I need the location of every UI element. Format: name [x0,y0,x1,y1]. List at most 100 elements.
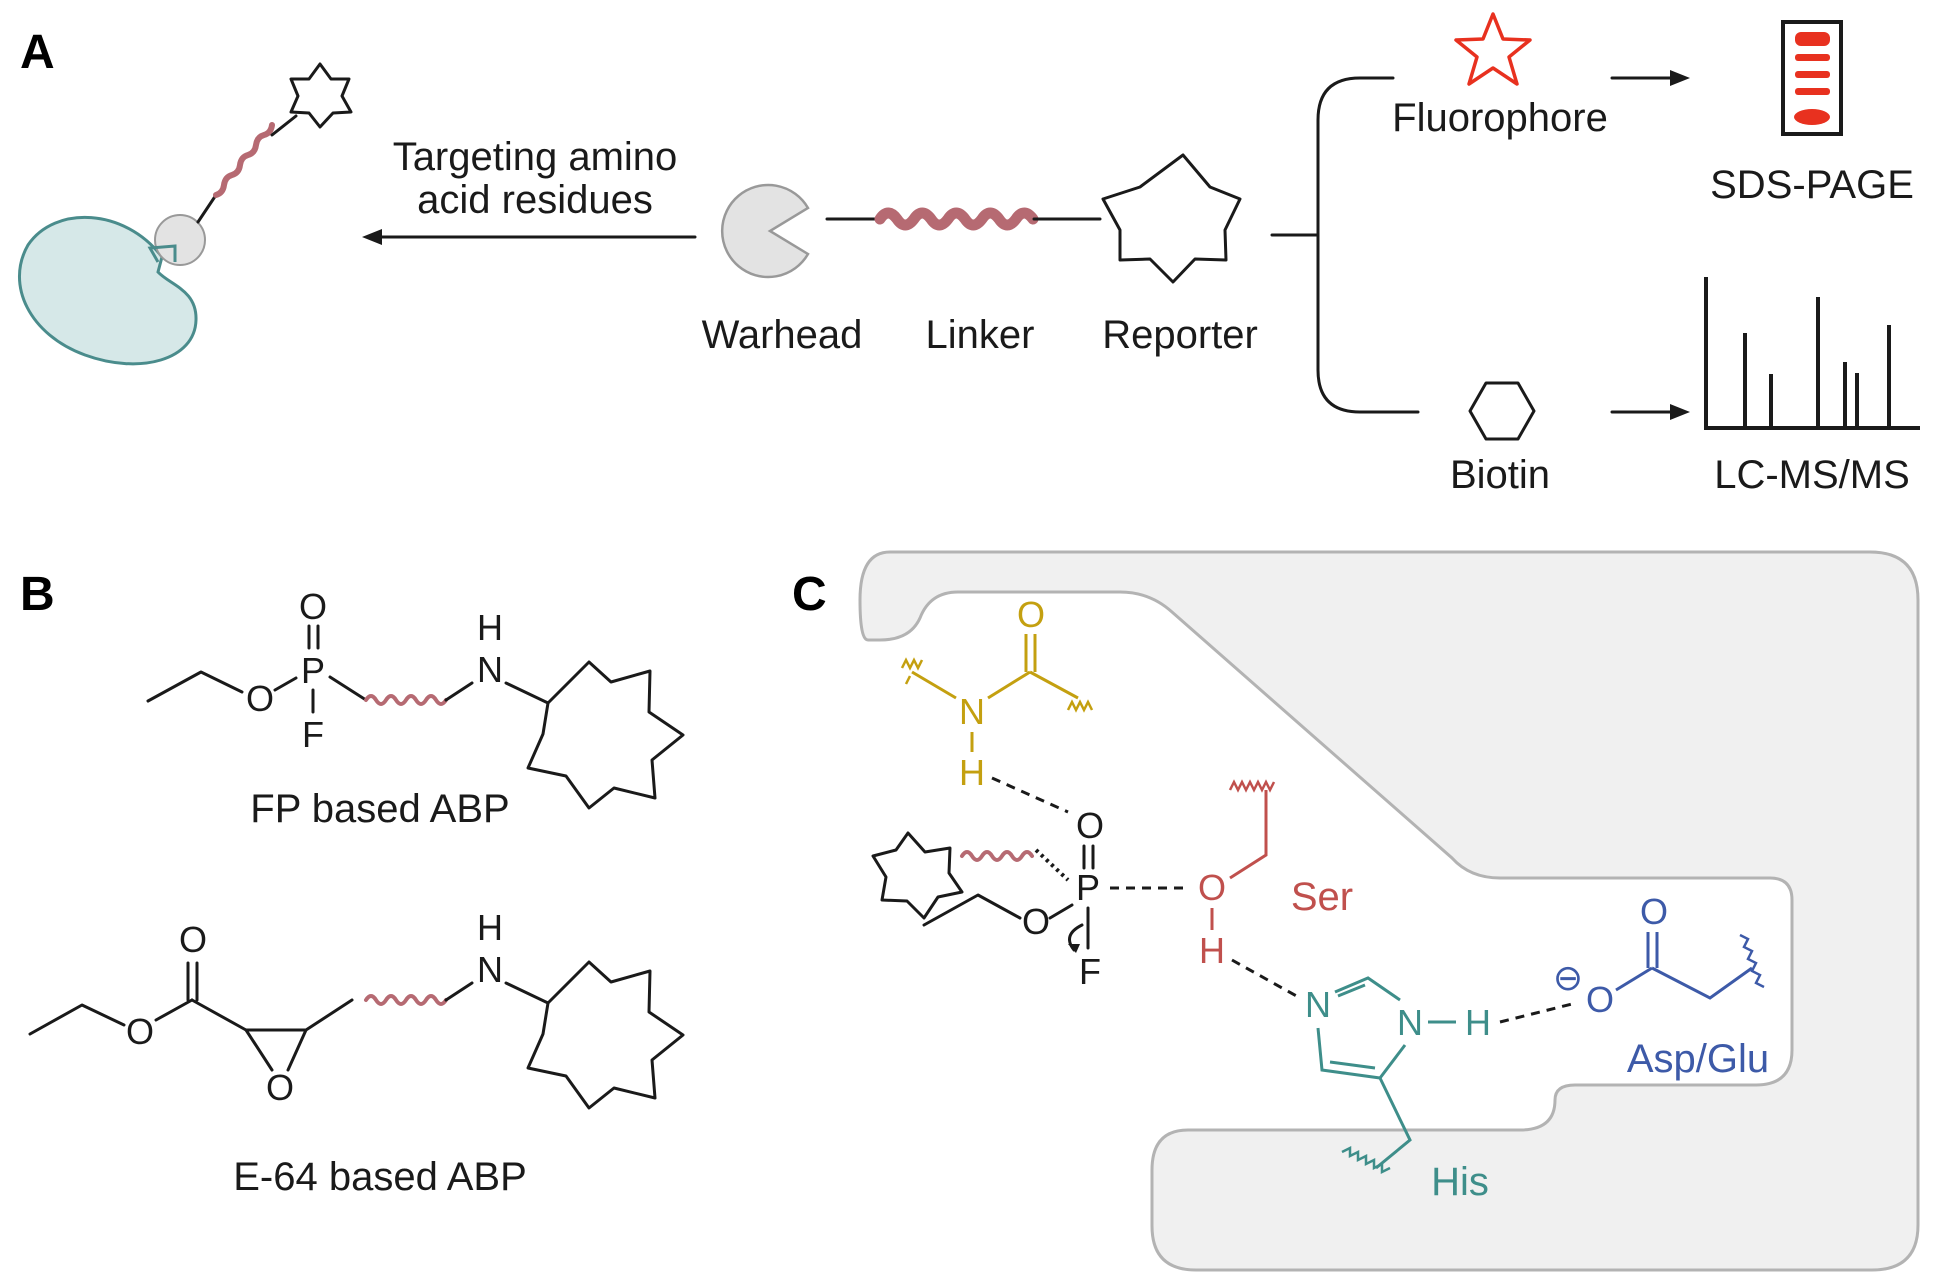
ethyl-bonds [146,670,244,703]
probe-reporter-small [871,831,964,920]
ser-label: Ser [1291,875,1353,919]
probe-reporter-star [289,62,353,129]
carbonyl-oxygen: O [1017,594,1045,635]
probe-ester-oxygen: O [1022,901,1050,942]
oxygen-atom: O [126,1011,154,1052]
fluorophore-star [1454,12,1532,86]
e64-linker-wave [364,994,448,1006]
probe-ethyl [922,893,1022,927]
asp-bond [1615,966,1653,992]
fp-linker-wave [364,694,448,706]
probe-oxygen: O [1076,805,1104,846]
his-label: His [1431,1160,1489,1204]
asp-glu-label: Asp/Glu [1627,1037,1769,1081]
linker-n-bond [444,681,474,702]
arrow-label-line1: Targeting amino [393,135,678,179]
backbone-bond [987,670,1031,700]
histidine-residue: N N H His [1305,976,1491,1204]
p-linker-bond [328,675,368,702]
asp-side-chain [1651,966,1753,1000]
active-site-pocket [858,550,1920,1272]
phosphorus-atom: P [301,650,325,691]
serine-residue: O H Ser [1198,779,1353,971]
biotin-hexagon [1468,381,1536,441]
e64-abp-structure: O O O N H [28,907,685,1110]
his-hydrogen: H [1465,1002,1491,1043]
ser-hydrogen: H [1199,930,1225,971]
backbone-amide: N O H [900,594,1094,793]
asp-oxygen: O [1586,979,1614,1020]
n-reporter-bond [504,981,550,1005]
his-break-mark [1341,1145,1391,1175]
fluorophore-label: Fluorophore [1392,96,1608,140]
oxygen-atom: O [266,1067,294,1108]
gel-band-4 [1795,88,1830,95]
probe-stem [196,193,218,224]
lcms-label: LC-MS/MS [1714,453,1910,497]
gel-band-3 [1795,71,1830,78]
oxygen-atom: O [299,586,327,627]
asp-break-mark [1739,933,1765,989]
probe-linker-small [960,850,1034,862]
asp-charge: ⊖ [1553,957,1583,998]
epoxide-bond-2 [286,1028,308,1072]
bracket [1316,76,1420,414]
ser-his-h-bond [1231,958,1301,1000]
oxygen-atom: O [179,919,207,960]
fluorophore-arrowhead [1670,70,1690,86]
warhead-label: Warhead [702,313,863,357]
his-ring-bottom [1316,1027,1407,1080]
ser-break-mark [1228,779,1276,793]
reporter-star [1101,153,1242,284]
arrow-label-line2: acid residues [417,178,653,222]
backbone-bond [911,670,957,700]
asp-carbonyl-oxygen: O [1640,891,1668,932]
his-ring-double [1337,983,1366,998]
hydrogen-atom: H [477,907,503,948]
backbone-nitrogen: N [959,691,985,732]
fp-abp-structure: O P O F N H [146,586,685,810]
backbone-break-mark [1066,699,1094,713]
oxyanion-h-bond [991,776,1069,814]
panel-a-letter: A [20,26,55,79]
linker-wave [874,207,1039,231]
his-ring-double-2 [1329,1060,1376,1070]
n-reporter-bond [504,681,550,705]
o-p-bond [273,676,298,692]
sds-page-label: SDS-PAGE [1710,163,1914,207]
probe-fluorine: F [1079,951,1101,992]
ser-side-chain [1229,790,1268,880]
gel-band-1 [1795,32,1830,46]
leaving-group-arrowhead [1068,944,1080,953]
mass-spectrum [1704,277,1920,430]
biotin-label: Biotin [1450,453,1550,497]
hashed-wedge-bond [1034,848,1070,882]
asp-glu-residue: ⊖ O O Asp/Glu [1553,891,1769,1081]
probe-tail [270,114,298,137]
fp-reporter-star [526,660,685,810]
his-nh-atom: N [1397,1002,1423,1043]
his-side-chain [1375,1077,1412,1170]
gel-band-5 [1794,109,1830,125]
his-asp-h-bond [1499,1002,1573,1024]
epoxide-bond-1 [244,1028,274,1072]
probe-linker-wave [213,122,275,198]
gel-band-2 [1795,54,1830,61]
nitrogen-atom: N [477,949,503,990]
linker-label: Linker [926,313,1035,357]
amide-hydrogen: H [959,752,985,793]
reporter-label: Reporter [1102,313,1258,357]
panel-b-letter: B [20,568,55,621]
fp-caption: FP based ABP [250,787,509,831]
covalent-bond-mark [147,244,177,263]
warhead-pacman [720,183,810,279]
biotin-arrowhead [1670,404,1690,420]
bound-warhead [154,214,206,266]
e64-caption: E-64 based ABP [233,1155,527,1199]
targeting-arrowhead [362,229,382,245]
hydrogen-atom: H [477,607,503,648]
ester-bond [154,998,194,1022]
e64-reporter-star [526,960,685,1110]
fluorine-atom: F [302,714,324,755]
